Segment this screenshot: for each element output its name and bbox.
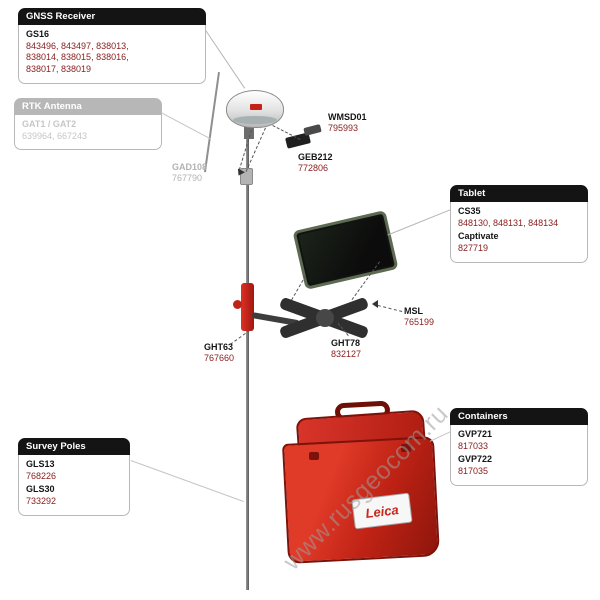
survey-poles-model-1: GLS13	[26, 459, 55, 469]
ght78-holder	[278, 288, 370, 348]
survey-poles-parts-1: 768226	[26, 470, 57, 481]
wmsd01-part: 795993	[328, 123, 359, 134]
leica-logo-mark	[250, 104, 262, 110]
gnss-receiver-parts: 843496, 843497, 838013, 838014, 838015, …	[26, 40, 129, 75]
wmsd01-module	[303, 124, 322, 136]
containers-box-body: GVP721 817033 GVP722 817035	[450, 425, 588, 486]
connector-line-tabletbox-tablet	[387, 209, 451, 236]
survey-poles-box: Survey Poles GLS13 768226 GLS30 733292	[18, 438, 130, 516]
survey-pole	[246, 126, 249, 590]
label-gad108: GAD108 767790	[172, 162, 207, 185]
holder-hub	[316, 309, 334, 327]
tablet-model-1: CS35	[458, 206, 481, 216]
containers-box: Containers GVP721 817033 GVP722 817035	[450, 408, 588, 486]
label-ght78: GHT78 832127	[331, 338, 361, 361]
tablet-box-title: Tablet	[450, 185, 588, 202]
rtk-antenna-box: RTK Antenna GAT1 / GAT2 639964, 667243	[14, 98, 162, 151]
rtk-whip-antenna	[203, 72, 220, 173]
connector-line-gnss-dome	[205, 30, 246, 89]
tablet-box: Tablet CS35 848130, 848131, 848134 Capti…	[450, 185, 588, 263]
rtk-antenna-model: GAT1 / GAT2	[22, 119, 77, 129]
gnss-receiver-box-title: GNSS Receiver	[18, 8, 206, 25]
connector-dash-msl-bracket	[377, 304, 403, 312]
case-latch	[401, 444, 411, 452]
wmsd01-model: WMSD01	[328, 112, 367, 122]
ght63-clamp-knob	[233, 300, 242, 309]
arrowhead-bracket	[372, 300, 378, 308]
ght63-clamp	[241, 283, 254, 331]
gad108-part: 767790	[172, 173, 203, 184]
gnss-receiver-model: GS16	[26, 29, 50, 39]
transport-case: Leica	[275, 400, 450, 580]
tablet-parts-1: 848130, 848131, 848134	[458, 217, 559, 228]
containers-parts-1: 817033	[458, 440, 489, 451]
containers-model-2: GVP722	[458, 454, 493, 465]
label-msl: MSL 765199	[404, 306, 434, 329]
survey-poles-model-2: GLS30	[26, 484, 55, 495]
survey-poles-parts-2: 733292	[26, 496, 57, 507]
dome-mount	[244, 125, 254, 139]
geb212-part: 772806	[298, 163, 329, 174]
label-ght63: GHT63 767660	[204, 342, 234, 365]
tablet-box-body: CS35 848130, 848131, 848134 Captivate 82…	[450, 202, 588, 263]
ght63-part: 767660	[204, 353, 235, 364]
case-latch	[309, 452, 319, 460]
label-wmsd01: WMSD01 795993	[328, 112, 367, 135]
gnss-receiver-box: GNSS Receiver GS16 843496, 843497, 83801…	[18, 8, 206, 84]
survey-poles-box-body: GLS13 768226 GLS30 733292	[18, 455, 130, 516]
geb212-model: GEB212	[298, 152, 333, 162]
survey-poles-box-title: Survey Poles	[18, 438, 130, 455]
ght63-model: GHT63	[204, 342, 234, 352]
containers-parts-2: 817035	[458, 466, 489, 477]
rtk-antenna-box-title: RTK Antenna	[14, 98, 162, 115]
msl-part: 765199	[404, 317, 435, 328]
tablet-screen	[298, 216, 393, 284]
ght78-model: GHT78	[331, 338, 361, 348]
gad108-adapter	[240, 168, 253, 185]
containers-model-1: GVP721	[458, 429, 493, 439]
rtk-antenna-box-body: GAT1 / GAT2 639964, 667243	[14, 115, 162, 151]
rtk-antenna-parts: 639964, 667243	[22, 130, 88, 141]
tablet-model-2: Captivate	[458, 231, 499, 242]
tablet-parts-2: 827719	[458, 243, 489, 254]
msl-model: MSL	[404, 306, 423, 316]
gnss-receiver-box-body: GS16 843496, 843497, 838013, 838014, 838…	[18, 25, 206, 84]
gad108-model: GAD108	[172, 162, 208, 172]
label-geb212: GEB212 772806	[298, 152, 333, 175]
ght78-part: 832127	[331, 349, 362, 360]
containers-box-title: Containers	[450, 408, 588, 425]
dome-band	[233, 116, 277, 124]
cs35-tablet	[292, 210, 399, 290]
connector-line-poles-pole	[130, 460, 244, 502]
connector-line-rtk-whip	[160, 112, 211, 140]
gnss-receiver-dome	[226, 90, 284, 128]
